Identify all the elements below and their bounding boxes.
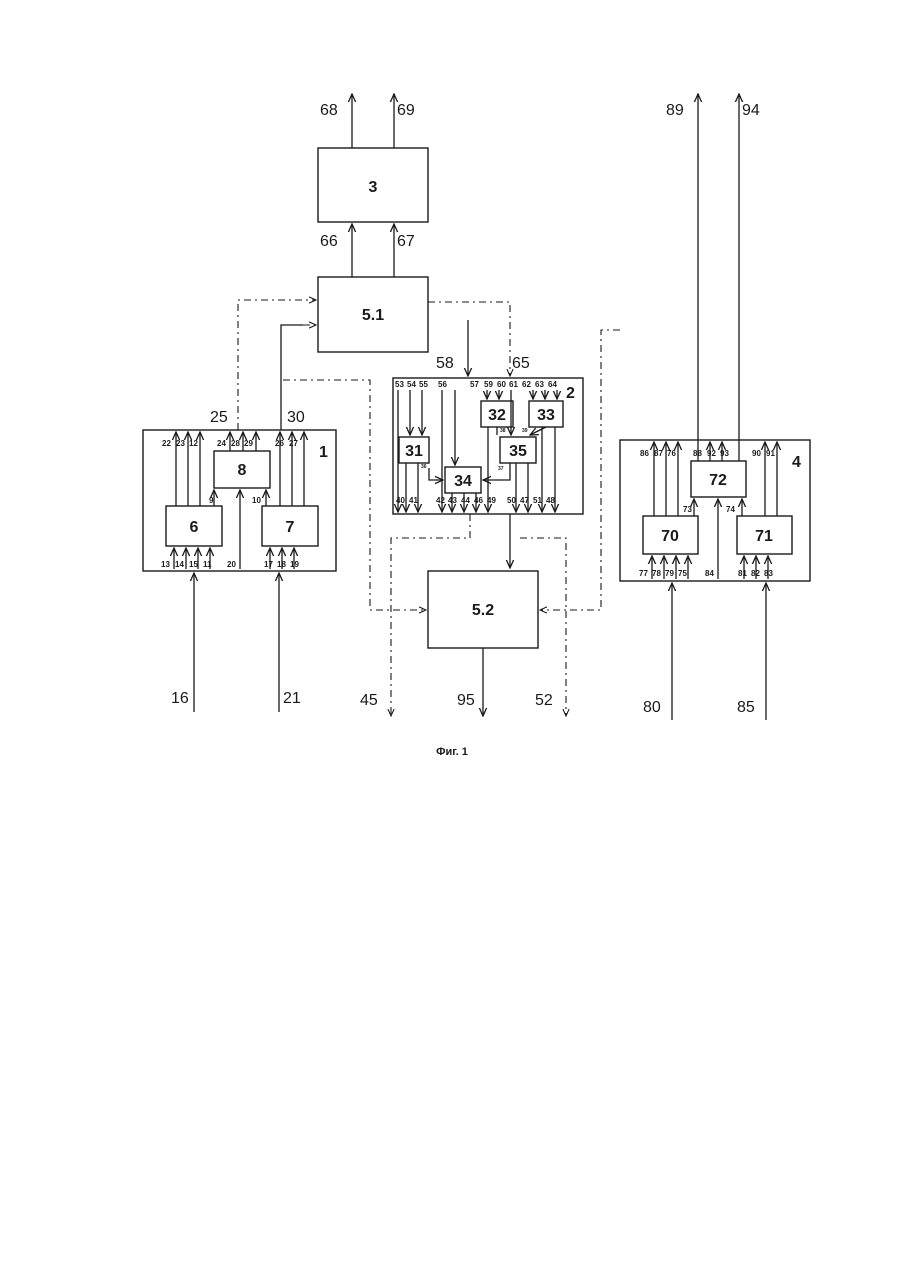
pin-62: 62	[522, 380, 531, 389]
pin-18: 18	[277, 560, 286, 569]
pin-29: 29	[244, 439, 253, 448]
pin-84: 84	[705, 569, 714, 578]
block-5-1-label: 5.1	[362, 307, 384, 324]
pin-46: 46	[474, 496, 483, 505]
block-1-label: 1	[319, 444, 328, 461]
label-45: 45	[360, 692, 378, 709]
pin-24: 24	[217, 439, 226, 448]
pin-61: 61	[509, 380, 518, 389]
pin-93: 93	[720, 449, 729, 458]
pin-57: 57	[470, 380, 479, 389]
pin-87: 87	[654, 449, 663, 458]
pin-26: 26	[275, 439, 284, 448]
pin-73: 73	[683, 505, 692, 514]
pin-55: 55	[419, 380, 428, 389]
pin-76: 76	[667, 449, 676, 458]
pin-23: 23	[176, 439, 185, 448]
pin-54: 54	[407, 380, 416, 389]
pin-74: 74	[726, 505, 735, 514]
block-6-label: 6	[190, 519, 199, 536]
pin-49: 49	[487, 496, 496, 505]
pin-12: 12	[189, 439, 198, 448]
label-89: 89	[666, 102, 684, 119]
pin-91: 91	[766, 449, 775, 458]
pin-39: 39	[522, 428, 528, 434]
pin-60: 60	[497, 380, 506, 389]
pin-44: 44	[461, 496, 470, 505]
label-52: 52	[535, 692, 553, 709]
label-95: 95	[457, 692, 475, 709]
block-4-label: 4	[792, 454, 801, 471]
pin-37: 37	[498, 466, 504, 472]
pin-51: 51	[533, 496, 542, 505]
block-31-label: 31	[405, 443, 423, 460]
label-67: 67	[397, 233, 415, 250]
pin-20: 20	[227, 560, 236, 569]
pin-90: 90	[752, 449, 761, 458]
pin-63: 63	[535, 380, 544, 389]
pin-75: 75	[678, 569, 687, 578]
pin-88: 88	[693, 449, 702, 458]
pin-59: 59	[484, 380, 493, 389]
pin-43: 43	[448, 496, 457, 505]
label-66: 66	[320, 233, 338, 250]
pin-27: 27	[289, 439, 298, 448]
pin-79: 79	[665, 569, 674, 578]
label-68: 68	[320, 102, 338, 119]
label-65: 65	[512, 355, 530, 372]
pin-13: 13	[161, 560, 170, 569]
pin-17: 17	[264, 560, 273, 569]
block-2-label: 2	[566, 385, 575, 402]
pin-81: 81	[738, 569, 747, 578]
label-69: 69	[397, 102, 415, 119]
block-5-2-label: 5.2	[472, 602, 494, 619]
label-94: 94	[742, 102, 760, 119]
label-25: 25	[210, 409, 228, 426]
block-33-label: 33	[537, 407, 555, 424]
block-3-label: 3	[369, 179, 378, 196]
label-30: 30	[287, 409, 305, 426]
pin-64: 64	[548, 380, 557, 389]
label-85: 85	[737, 699, 755, 716]
pin-56: 56	[438, 380, 447, 389]
pin-40: 40	[396, 496, 405, 505]
block-35-label: 35	[509, 443, 527, 460]
pin-19: 19	[290, 560, 299, 569]
pin-14: 14	[175, 560, 184, 569]
label-80: 80	[643, 699, 661, 716]
pin-78: 78	[652, 569, 661, 578]
block-7-label: 7	[286, 519, 295, 536]
pin-22: 22	[162, 439, 171, 448]
pin-38: 38	[500, 428, 506, 434]
pin-11: 11	[203, 560, 212, 569]
block-72-label: 72	[709, 472, 727, 489]
pin-86: 86	[640, 449, 649, 458]
pin-41: 41	[409, 496, 418, 505]
pin-36: 36	[421, 464, 427, 470]
block-71-label: 71	[755, 528, 773, 545]
label-16: 16	[171, 690, 189, 707]
block-8-label: 8	[238, 462, 247, 479]
pin-47: 47	[520, 496, 529, 505]
pin-42: 42	[436, 496, 445, 505]
pin-92: 92	[707, 449, 716, 458]
pin-83: 83	[764, 569, 773, 578]
pin-77: 77	[639, 569, 648, 578]
block-70-label: 70	[661, 528, 679, 545]
pin-53: 53	[395, 380, 404, 389]
block-32-label: 32	[488, 407, 506, 424]
pin-28: 28	[231, 439, 240, 448]
pin-50: 50	[507, 496, 516, 505]
pin-82: 82	[751, 569, 760, 578]
pin-15: 15	[189, 560, 198, 569]
pin-9: 9	[209, 496, 214, 505]
pin-10: 10	[252, 496, 261, 505]
figure-caption: Фиг. 1	[436, 746, 468, 758]
label-21: 21	[283, 690, 301, 707]
label-58: 58	[436, 355, 454, 372]
pin-48: 48	[546, 496, 555, 505]
block-34-label: 34	[454, 473, 472, 490]
